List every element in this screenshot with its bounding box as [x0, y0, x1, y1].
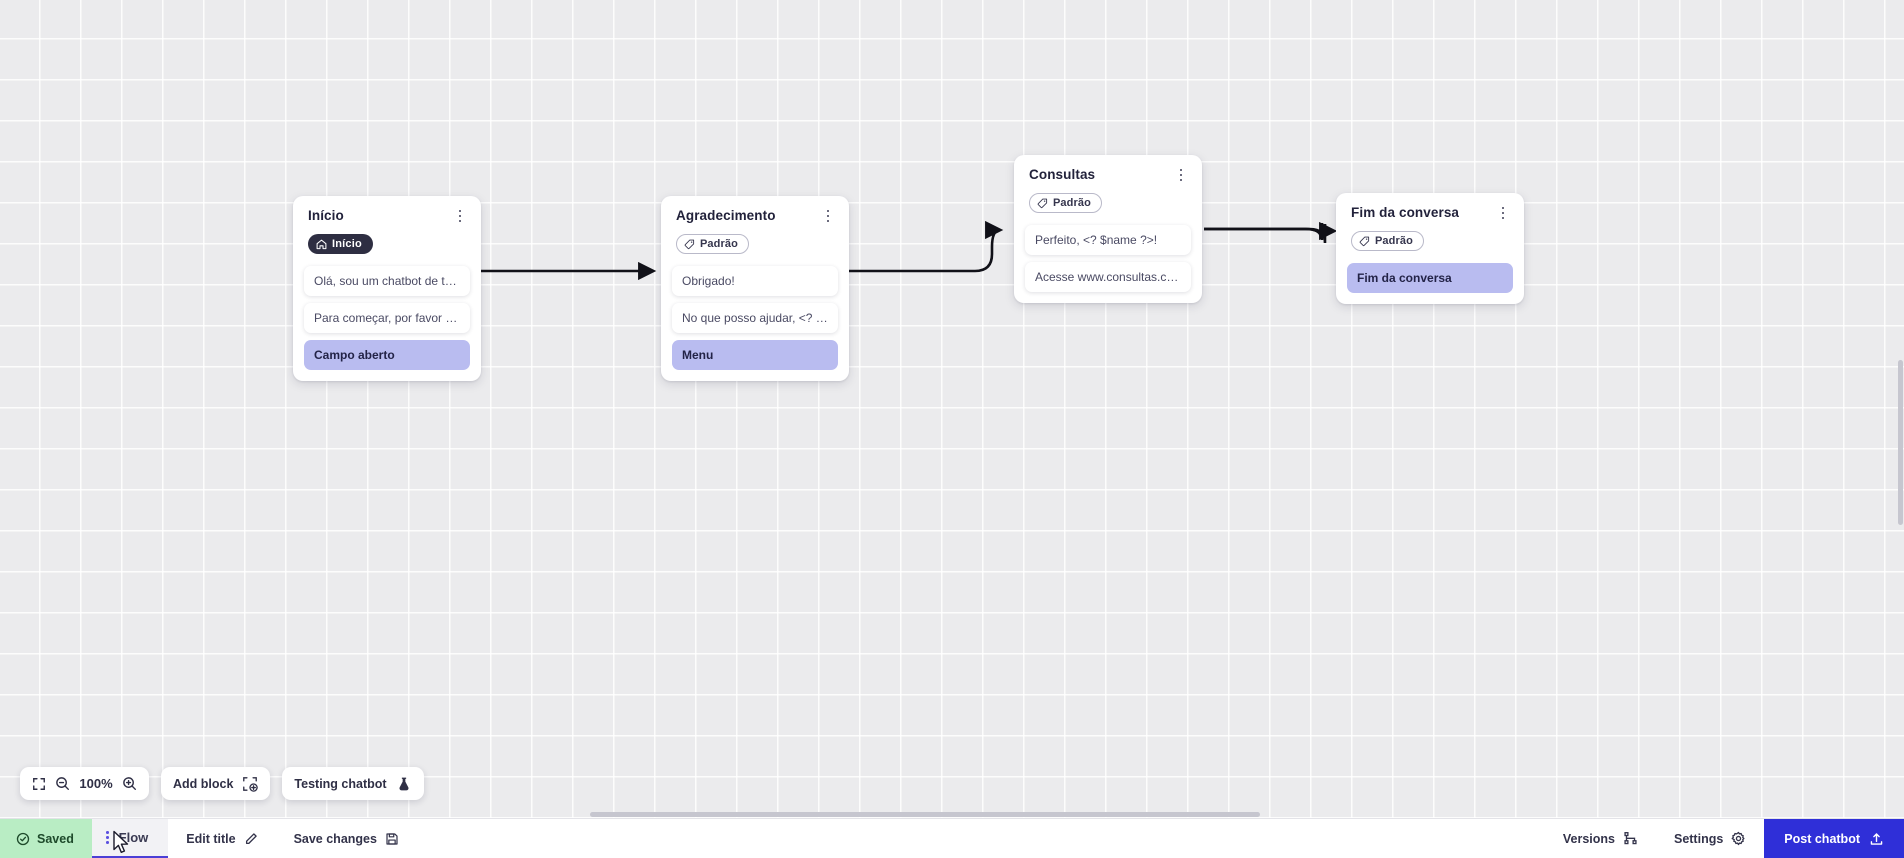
add-block-icon [242, 776, 259, 792]
add-block-button[interactable]: Add block [161, 767, 271, 800]
settings-label: Settings [1673, 831, 1724, 846]
gear-icon [1731, 831, 1746, 846]
add-block-label: Add block [173, 776, 234, 791]
node-title: Fim da conversa [1351, 205, 1460, 220]
edit-title-label: Edit title [186, 831, 236, 846]
zoom-level-value: 100% [79, 776, 113, 791]
home-icon [316, 239, 327, 250]
save-changes-button[interactable]: Save changes [276, 819, 417, 858]
vertical-scrollbar[interactable] [1898, 360, 1903, 525]
node-badge-row: Padrão [672, 225, 838, 255]
tab-flow-label: Flow [118, 830, 149, 845]
horizontal-scrollbar[interactable] [0, 811, 1904, 818]
zoom-in-icon[interactable] [122, 776, 137, 791]
versions-label: Versions [1562, 831, 1615, 846]
flask-icon [396, 776, 412, 792]
node-header: Agradecimento [672, 208, 838, 225]
drag-handle-icon[interactable] [102, 830, 109, 845]
node-menu-button[interactable] [453, 207, 467, 225]
node-row[interactable]: Acesse www.consultas.com par... [1025, 261, 1191, 292]
settings-button[interactable]: Settings [1656, 819, 1764, 858]
pencil-icon [244, 832, 258, 846]
node-badge-tag: Padrão [1351, 231, 1424, 251]
save-changes-label: Save changes [293, 831, 377, 846]
flow-canvas[interactable]: Início Início Olá, sou um chatbot de tes… [0, 0, 1904, 818]
node-title: Consultas [1029, 167, 1096, 182]
node-header: Fim da conversa [1347, 205, 1513, 222]
floppy-disk-icon [385, 832, 399, 846]
versions-button[interactable]: Versions [1545, 819, 1656, 858]
node-row[interactable]: Perfeito, <? $name ?>! [1025, 224, 1191, 255]
node-rows: Fim da conversa [1347, 262, 1513, 293]
node-row[interactable]: Obrigado! [672, 265, 838, 296]
flow-connectors [481, 220, 1338, 281]
node-row[interactable]: Para começar, por favor digite o ... [304, 302, 470, 333]
node-title: Início [308, 208, 344, 223]
node-badge-home: Início [308, 234, 373, 254]
zoom-controls: 100% [20, 767, 149, 800]
node-title: Agradecimento [676, 208, 776, 223]
saved-status-badge: Saved [0, 819, 92, 858]
node-row[interactable]: Campo aberto [304, 339, 470, 370]
node-badge-row: Padrão [1347, 222, 1513, 252]
node-header: Consultas [1025, 167, 1191, 184]
status-bar-spacer [417, 819, 1545, 858]
flow-node-agradecimento[interactable]: Agradecimento Padrão Obrigado! No que po… [661, 196, 849, 381]
node-rows: Olá, sou um chatbot de teste! Para começ… [304, 265, 470, 370]
tag-icon [1037, 198, 1048, 209]
node-menu-button[interactable] [821, 207, 835, 225]
canvas-toolbar: 100% Add block Testing chatbot [20, 767, 424, 800]
branch-icon [1623, 831, 1638, 846]
tag-icon [1359, 236, 1370, 247]
tab-flow[interactable]: Flow [91, 819, 169, 858]
flow-node-inicio[interactable]: Início Início Olá, sou um chatbot de tes… [293, 196, 481, 381]
node-rows: Perfeito, <? $name ?>! Acesse www.consul… [1025, 224, 1191, 292]
node-menu-button[interactable] [1496, 204, 1510, 222]
node-header: Início [304, 208, 470, 225]
node-badge-label: Início [332, 238, 362, 250]
status-bar: Saved Flow Edit title Save changes Versi… [0, 818, 1904, 858]
testing-chatbot-button[interactable]: Testing chatbot [282, 767, 424, 800]
node-row[interactable]: Fim da conversa [1347, 262, 1513, 293]
node-badge-tag: Padrão [1029, 193, 1102, 213]
fit-screen-icon[interactable] [32, 777, 46, 791]
node-badge-row: Padrão [1025, 184, 1191, 214]
saved-label: Saved [37, 831, 74, 846]
check-circle-icon [16, 832, 30, 846]
upload-icon [1869, 831, 1884, 846]
post-chatbot-label: Post chatbot [1784, 831, 1860, 846]
node-row[interactable]: Olá, sou um chatbot de teste! [304, 265, 470, 296]
edit-title-button[interactable]: Edit title [168, 819, 275, 858]
zoom-out-icon[interactable] [55, 776, 70, 791]
node-badge-label: Padrão [700, 238, 738, 250]
flow-node-consultas[interactable]: Consultas Padrão Perfeito, <? $name ?>! … [1014, 155, 1202, 303]
post-chatbot-button[interactable]: Post chatbot [1764, 819, 1904, 858]
tag-icon [684, 239, 695, 250]
node-badge-row: Início [304, 225, 470, 255]
node-menu-button[interactable] [1174, 166, 1188, 184]
node-rows: Obrigado! No que posso ajudar, <? $name … [672, 265, 838, 370]
node-badge-label: Padrão [1375, 235, 1413, 247]
node-row[interactable]: No que posso ajudar, <? $name ... [672, 302, 838, 333]
node-badge-tag: Padrão [676, 234, 749, 254]
flow-node-fim-da-conversa[interactable]: Fim da conversa Padrão Fim da conversa [1336, 193, 1524, 304]
testing-chatbot-label: Testing chatbot [294, 776, 387, 791]
node-row[interactable]: Menu [672, 339, 838, 370]
node-badge-label: Padrão [1053, 197, 1091, 209]
scrollbar-thumb[interactable] [590, 812, 1260, 817]
